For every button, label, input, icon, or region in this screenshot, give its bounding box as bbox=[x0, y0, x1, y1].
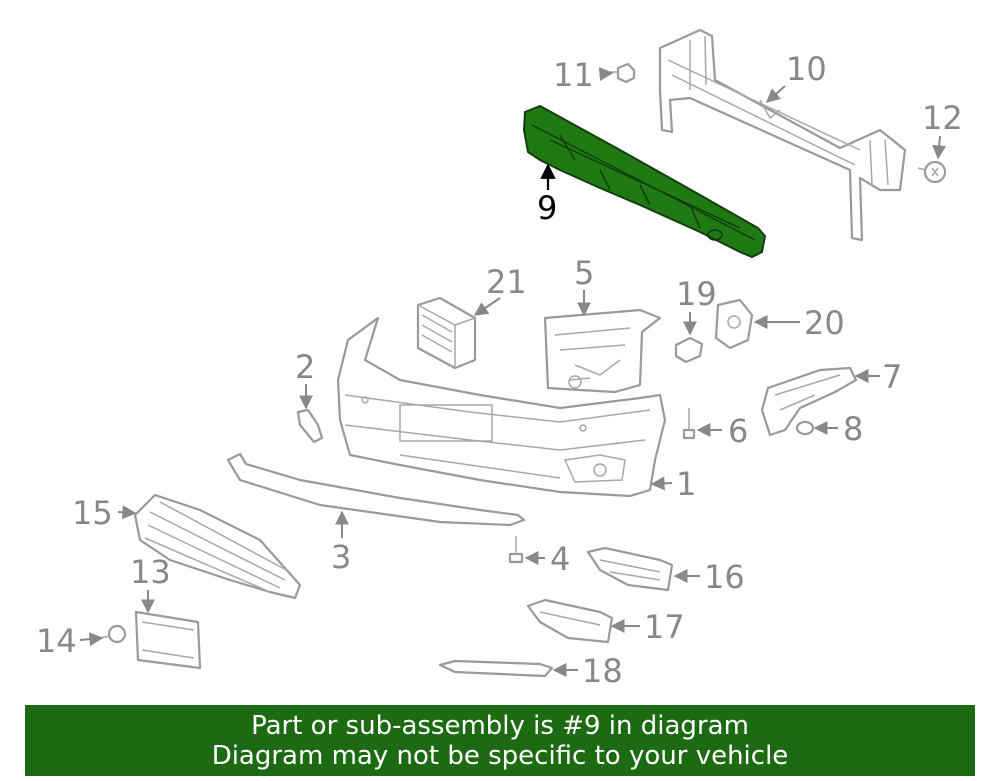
callout-4: 4 bbox=[550, 540, 570, 578]
part-20-bracket bbox=[714, 298, 754, 350]
part-12-rivet bbox=[917, 160, 947, 184]
callout-2: 2 bbox=[295, 348, 315, 386]
part-8-nut bbox=[795, 420, 815, 436]
banner-line-part: Part or sub-assembly is #9 in diagram bbox=[251, 710, 749, 741]
leader-lines bbox=[79, 67, 947, 677]
callout-16: 16 bbox=[704, 558, 745, 596]
callout-12: 12 bbox=[922, 99, 963, 137]
part-14-bolt bbox=[99, 624, 127, 644]
callout-13: 13 bbox=[130, 553, 171, 591]
part-5-bracket bbox=[543, 308, 662, 394]
callout-5: 5 bbox=[574, 254, 594, 292]
part-13-plate-bracket bbox=[134, 610, 202, 670]
callout-11: 11 bbox=[553, 56, 594, 94]
part-1-bumper-cover bbox=[336, 316, 667, 498]
callout-17: 17 bbox=[644, 608, 685, 646]
info-banner: Part or sub-assembly is #9 in diagram Di… bbox=[25, 705, 975, 776]
callout-20: 20 bbox=[804, 304, 845, 342]
banner-line-disclaimer: Diagram may not be specific to your vehi… bbox=[211, 740, 789, 771]
callout-14: 14 bbox=[36, 622, 77, 660]
part-9-energy-absorber bbox=[522, 104, 767, 259]
callout-9-highlighted: 9 bbox=[537, 189, 557, 227]
callout-6: 6 bbox=[728, 412, 748, 450]
callout-10: 10 bbox=[786, 50, 827, 88]
callout-7: 7 bbox=[882, 358, 902, 396]
part-10-reinforcement-bar bbox=[658, 28, 907, 242]
callout-19: 19 bbox=[676, 275, 717, 313]
callout-15: 15 bbox=[72, 494, 113, 532]
callout-3: 3 bbox=[331, 538, 351, 576]
callout-1: 1 bbox=[676, 465, 696, 503]
part-2-clip bbox=[296, 408, 324, 444]
part-11-bolt bbox=[610, 62, 636, 84]
callout-21: 21 bbox=[486, 263, 527, 301]
part-3-spoiler bbox=[226, 452, 526, 527]
part-17-trim bbox=[526, 598, 614, 644]
part-7-guide bbox=[760, 366, 858, 437]
callout-8: 8 bbox=[843, 410, 863, 448]
part-15-grille bbox=[133, 493, 302, 600]
part-21-sensor-module bbox=[416, 296, 477, 370]
part-6-screw bbox=[682, 408, 696, 440]
part-16-trim bbox=[586, 546, 674, 592]
callout-18: 18 bbox=[582, 652, 623, 690]
parts-diagram: 1 2 3 4 5 6 7 8 9 10 11 12 13 14 15 16 1… bbox=[36, 28, 963, 690]
part-18-strip bbox=[438, 659, 554, 678]
part-19-sensor bbox=[674, 336, 704, 364]
callout-labels: 1 2 3 4 5 6 7 8 9 10 11 12 13 14 15 16 1… bbox=[36, 50, 963, 690]
part-4-screw bbox=[508, 536, 524, 564]
